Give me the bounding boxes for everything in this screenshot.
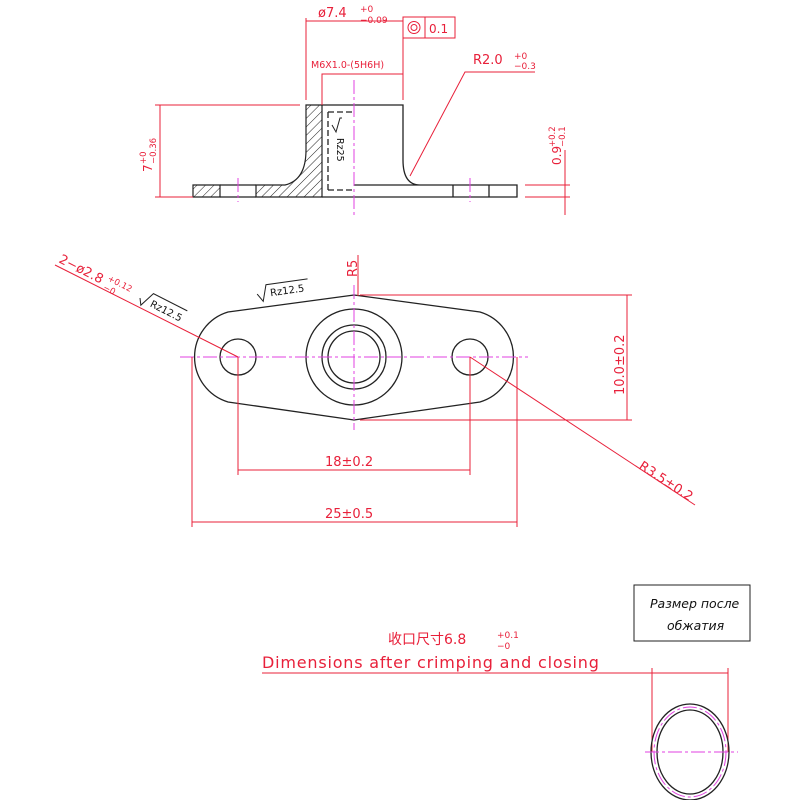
hatched-boss-wall <box>255 104 323 198</box>
height-label: 7 +0 −0.36 <box>139 138 159 172</box>
thread-label: M6X1.0-(5H6H) <box>311 60 384 71</box>
flange-outline <box>220 104 518 198</box>
crimp-note-english: Dimensions after crimping and closing <box>262 653 600 672</box>
hatched-left-flange <box>192 184 221 198</box>
bore-dia-upper: +0 <box>360 5 374 15</box>
thread-lines <box>327 111 354 191</box>
fillet-radius-lower: −0.3 <box>514 62 536 72</box>
hole-spacing-label: 18±0.2 <box>325 455 373 470</box>
width-label: 10.0±0.2 <box>613 334 628 395</box>
gdt-frame <box>402 16 456 39</box>
svg-text:+0.2: +0.2 <box>548 126 558 147</box>
concentricity-icon <box>407 21 421 34</box>
svg-text:0.9: 0.9 <box>550 146 564 165</box>
thread-roughness: Rz25 <box>334 138 345 162</box>
svg-text:−0.36: −0.36 <box>149 138 159 164</box>
bore-dia-lower: −0.09 <box>360 16 388 26</box>
svg-text:+0: +0 <box>139 151 149 164</box>
end-radius-label: R3.5±0.2 <box>636 459 696 505</box>
russian-note-box <box>633 584 751 642</box>
crimped-tube-inner <box>656 709 724 795</box>
top-radius-label: R5 <box>346 260 361 277</box>
overall-length-label: 25±0.5 <box>325 507 373 522</box>
svg-text:7: 7 <box>141 164 155 172</box>
crimp-lower: −0 <box>497 642 511 652</box>
plan-view: 18±0.2 25±0.5 10.0±0.2 R3.5±0.2 R5 2−ø2.… <box>54 252 696 527</box>
bore-dia-label: ø7.4 <box>318 6 347 21</box>
flange-outline <box>193 294 515 421</box>
russian-note-line2: обжатия <box>667 618 725 633</box>
russian-note-line1: Размер после <box>650 596 740 611</box>
edge-roughness: Rz12.5 <box>256 278 308 303</box>
thickness-label: 0.9 +0.2 −0.1 <box>548 126 568 165</box>
svg-text:−0.1: −0.1 <box>558 126 568 147</box>
crimp-note-chinese: 收口尺寸6.8 <box>388 632 466 648</box>
crimp-note: Размер после обжатия 收口尺寸6.8 +0.1 −0 Dim… <box>262 584 751 800</box>
holes-label: 2−ø2.8 +0.12 −0 <box>56 252 133 297</box>
crimp-upper: +0.1 <box>497 631 519 641</box>
svg-text:Rz12.5: Rz12.5 <box>269 283 305 299</box>
section-view: ø7.4 +0 −0.09 0.1 M6X1.0-(5H6H) Rz25 R2.… <box>139 5 570 218</box>
gdt-tolerance: 0.1 <box>429 22 448 36</box>
hole-roughness: Rz12.5 <box>139 293 188 324</box>
fillet-radius-label: R2.0 <box>473 53 503 68</box>
fillet-radius-upper: +0 <box>514 52 528 62</box>
